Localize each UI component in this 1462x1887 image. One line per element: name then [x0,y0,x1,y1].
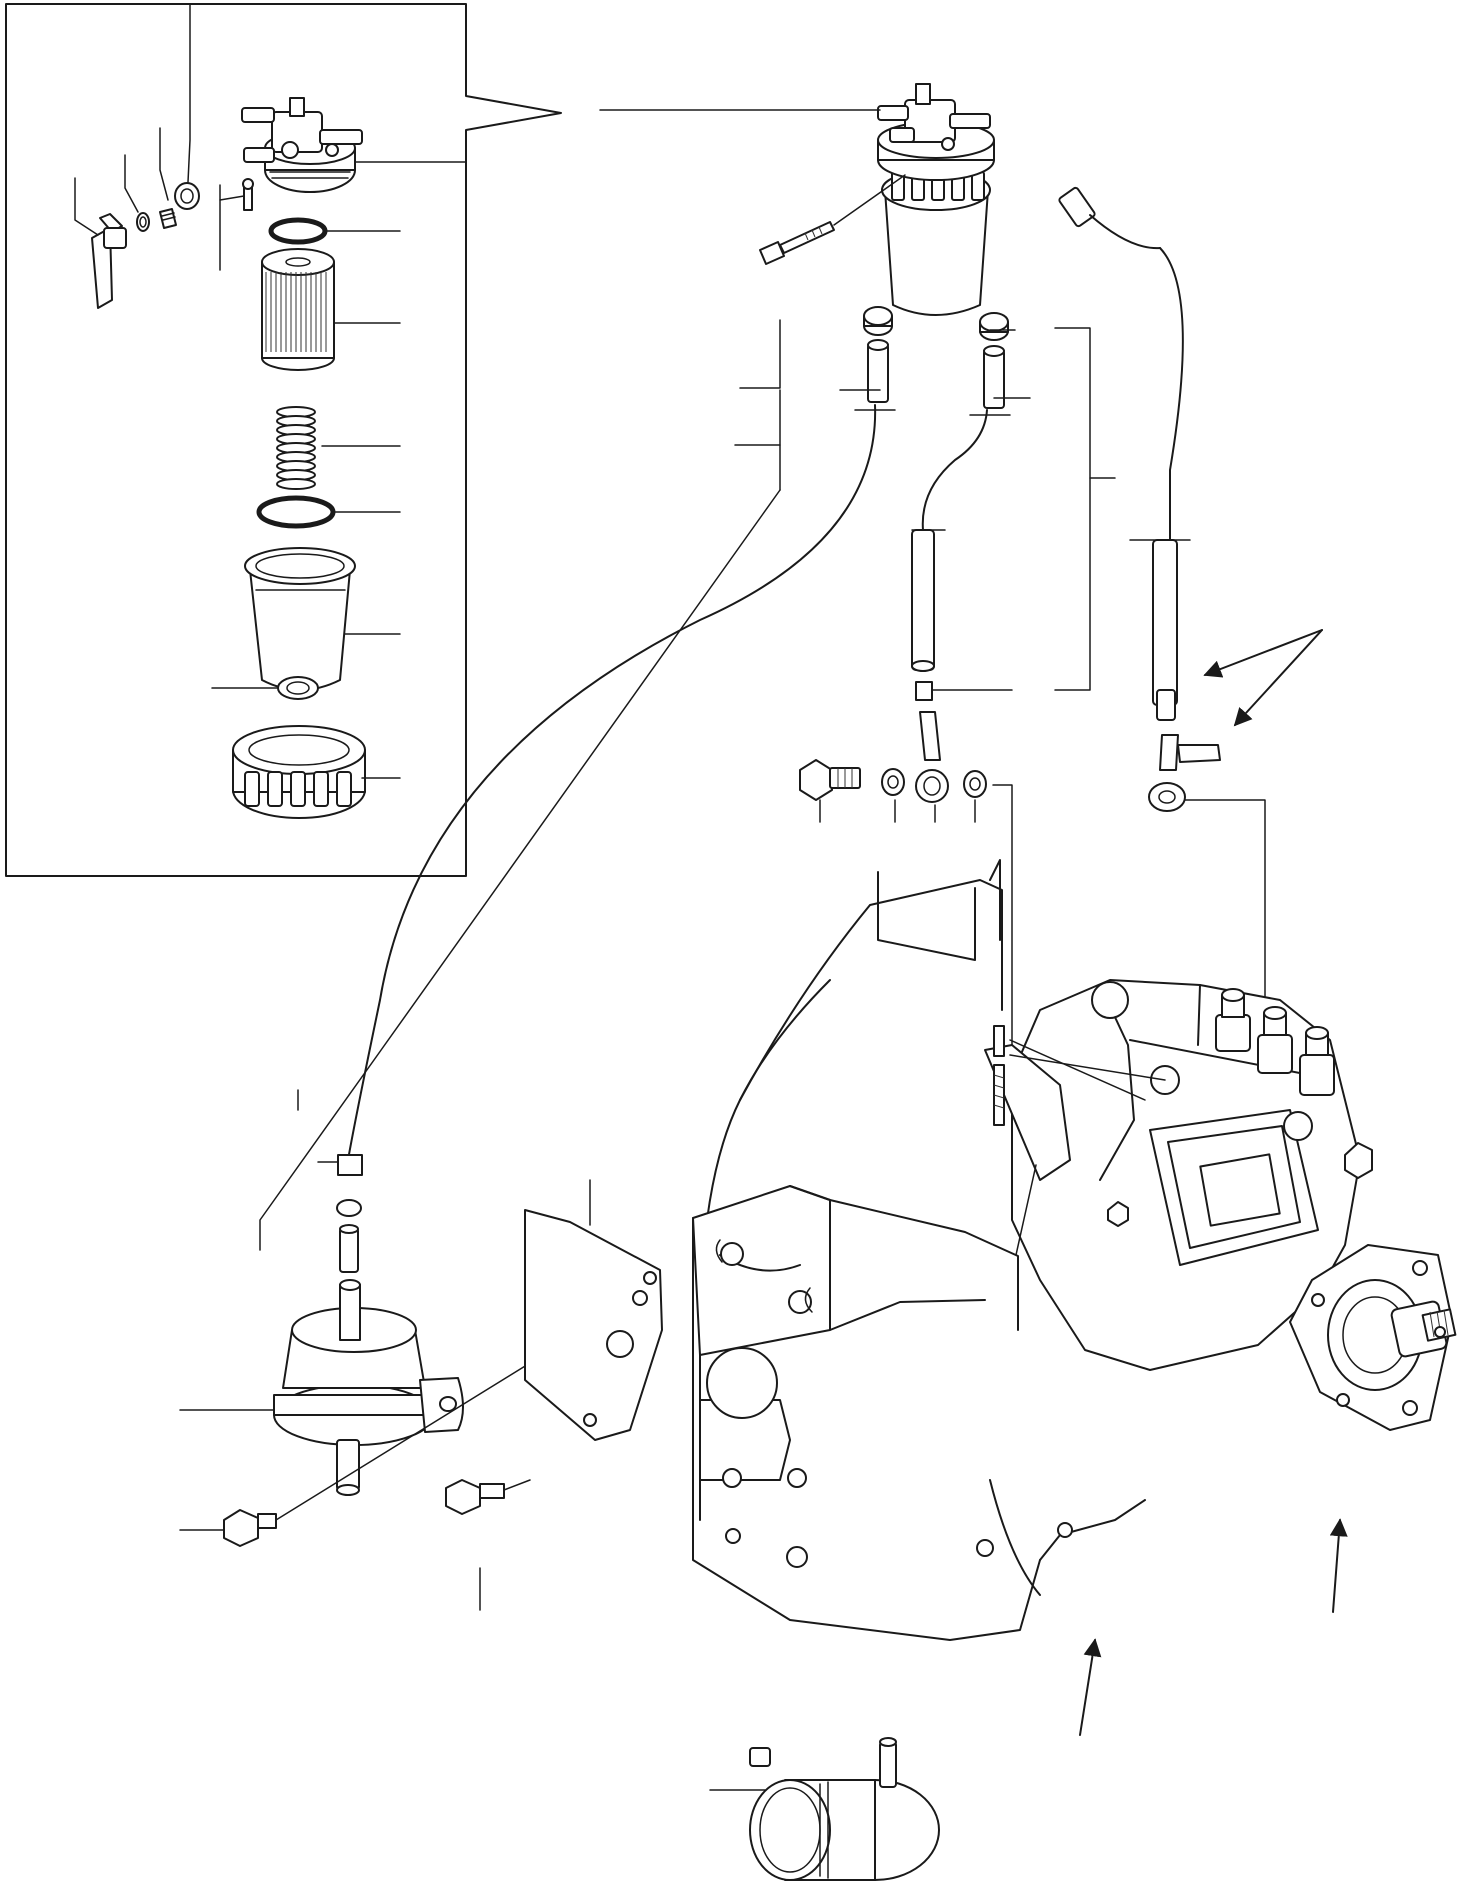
mounting-plate [524,1209,663,1441]
retaining-ring-nut [232,725,366,819]
assembly-leader-lines [179,109,1266,1791]
filter-element [261,248,335,371]
fuel-filter-assembled [877,83,995,316]
o-ring-upper [268,217,328,245]
o-ring-lower [256,495,336,529]
fuel-lines [347,404,988,1161]
inset-frame [5,3,562,877]
filter-cup [244,547,356,700]
filter-head-exploded [241,97,363,193]
hose-fittings [799,306,1009,803]
gear-housing [692,859,1146,1641]
spring [276,406,316,490]
bottom-separator [749,1737,940,1881]
feed-pump [273,1154,464,1496]
return-hose [1058,186,1221,812]
callout-arrows [1079,629,1348,1736]
drain-cock-parts [91,178,254,309]
inset-leader-lines [74,3,467,779]
mounting-bolt [759,174,906,265]
injection-pump [984,979,1457,1431]
filter-detail-inset [5,3,562,877]
delivery-valves [1215,988,1335,1096]
